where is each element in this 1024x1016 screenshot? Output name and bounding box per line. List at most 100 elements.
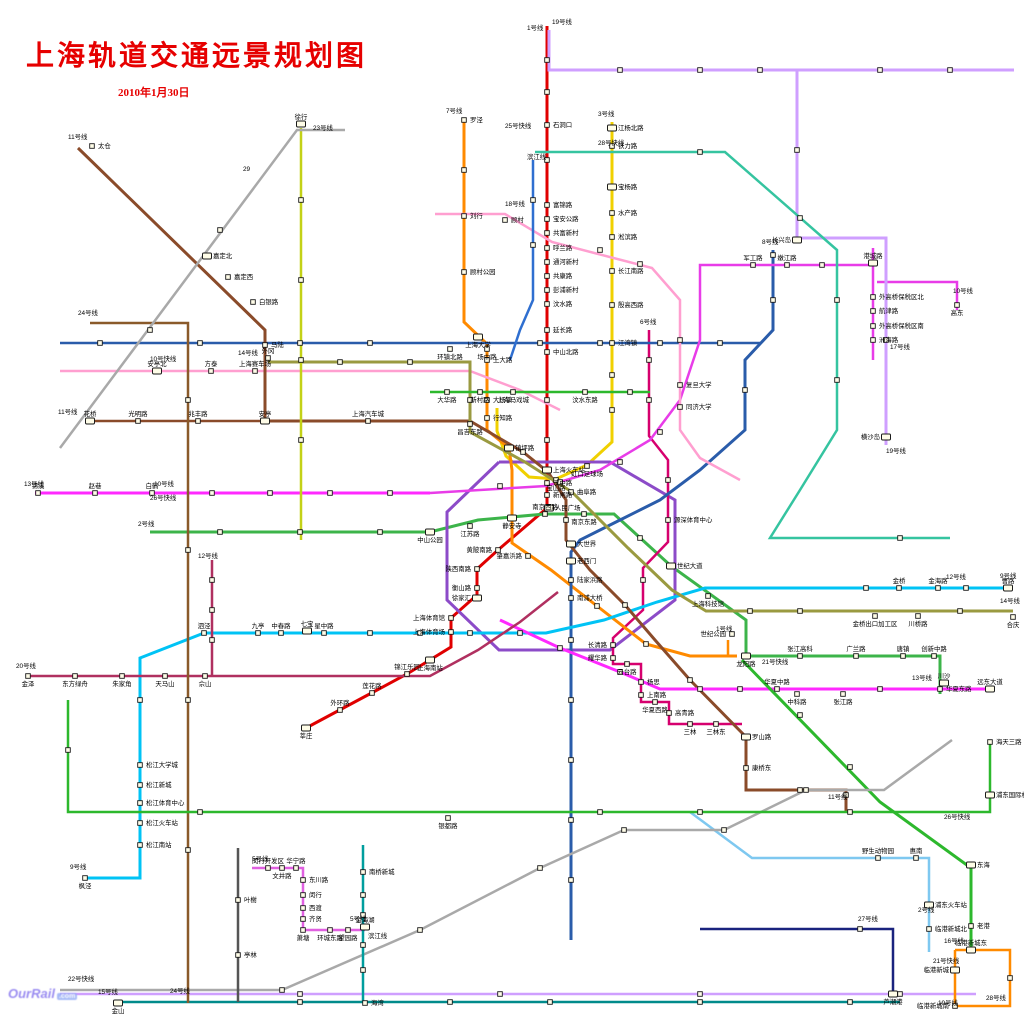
station-marker [883, 337, 889, 343]
station-marker [741, 733, 751, 741]
station-label: 东方绿舟 [62, 679, 88, 688]
metro-line-27号线 [700, 927, 895, 994]
station-marker [537, 865, 543, 871]
station-marker [297, 999, 303, 1005]
station-marker [235, 952, 241, 958]
station-label: 宝山路 [546, 483, 566, 492]
station-marker [495, 547, 501, 553]
station-marker [209, 490, 215, 496]
line-number-label: 25号快线 [505, 121, 532, 130]
station-marker [697, 999, 703, 1005]
station-marker [497, 991, 503, 997]
page-title: 上海轨道交通远景规划图 [26, 41, 368, 72]
station-marker [185, 697, 191, 703]
station-label: 上海汽车城 [352, 409, 385, 418]
station-label: 临港新城南 [917, 1001, 950, 1010]
station-marker [870, 308, 876, 314]
station-label: 港城路 [863, 251, 883, 260]
station-label: 石洞口 [553, 120, 572, 129]
station-label: 外高桥保税区南 [879, 321, 924, 330]
station-marker [584, 463, 590, 469]
station-marker [568, 817, 574, 823]
station-label: 镇坪路 [515, 443, 535, 452]
station-marker [568, 577, 574, 583]
station-label: 上海科技馆 [692, 599, 724, 608]
station-marker [467, 421, 473, 427]
station-marker [877, 67, 883, 73]
station-marker [425, 656, 435, 664]
station-label: 外冈 [262, 346, 275, 355]
station-marker [638, 692, 644, 698]
station-label: 文井路 [272, 871, 292, 880]
station-marker [544, 57, 550, 63]
station-label: 长江南路 [618, 266, 644, 275]
station-label: 白鹤 [146, 481, 159, 490]
line-number-label: 2号线 [918, 905, 935, 914]
station-label: 金桥出口加工区 [853, 619, 898, 628]
station-label: 上海火车站 [553, 465, 586, 474]
station-marker [82, 875, 88, 881]
line-number-label: 14号线 [1000, 596, 1020, 605]
station-label: 方泰 [205, 359, 218, 368]
station-label: 同济大学 [686, 402, 712, 411]
station-label: 上海南站 [417, 663, 443, 672]
station-label: 高东 [951, 308, 964, 317]
watermark: OurRail.com [8, 986, 78, 1001]
station-marker [72, 673, 78, 679]
station-marker [252, 368, 258, 374]
station-marker [797, 215, 803, 221]
station-marker [797, 712, 803, 718]
station-label: 惠南 [910, 846, 923, 855]
station-marker [447, 346, 453, 352]
station-marker [607, 183, 617, 191]
station-marker [250, 299, 256, 305]
station-label: 中山公园 [417, 535, 443, 544]
station-marker [525, 553, 531, 559]
station-label: 世纪公园 [700, 629, 726, 638]
station-label: 行知路 [493, 413, 513, 422]
line-number-label: 6号线 [640, 317, 657, 326]
line-number-label: 24号线 [78, 308, 98, 317]
station-marker [863, 585, 869, 591]
station-label: 共康路 [553, 271, 573, 280]
station-label: 环镇北路 [437, 352, 463, 361]
line-number-label: 21号快线 [933, 956, 960, 965]
station-label: 大场镇 [493, 395, 513, 404]
station-label: 淞滨路 [618, 232, 638, 241]
line-number-label: 1号线 [716, 624, 733, 633]
station-marker [473, 333, 483, 341]
station-marker [217, 227, 223, 233]
station-marker [544, 259, 550, 265]
station-label: 金桥 [893, 576, 906, 585]
station-marker [963, 585, 969, 591]
station-marker [843, 792, 849, 798]
station-marker [913, 855, 919, 861]
station-marker [609, 210, 615, 216]
line-number-label: 29 [243, 166, 251, 173]
station-marker [935, 585, 941, 591]
station-marker [530, 197, 536, 203]
station-label: 虹口足球场 [571, 469, 603, 478]
station-marker [954, 302, 960, 308]
station-marker [530, 242, 536, 248]
station-marker [467, 523, 473, 529]
station-label: 刘行 [470, 211, 483, 220]
station-label: 汉中路 [553, 478, 573, 487]
station-marker [657, 429, 663, 435]
line-number-label: 19号线 [938, 998, 958, 1007]
station-marker [474, 566, 480, 572]
line-number-label: 22号快线 [68, 974, 95, 983]
station-marker [721, 827, 727, 833]
station-label: 浦东火车站 [935, 900, 968, 909]
station-marker [484, 415, 490, 421]
station-marker [360, 942, 366, 948]
station-marker [544, 202, 550, 208]
station-marker [327, 927, 333, 933]
station-label: 萧塘 [297, 933, 310, 942]
station-marker [643, 641, 649, 647]
station-label: 世纪大道 [677, 561, 703, 570]
station-marker [137, 820, 143, 826]
station-label: 芦潮港 [883, 997, 903, 1006]
station-label: 外高桥保税区北 [879, 292, 924, 301]
station-label: 锦江乐园 [394, 662, 420, 671]
